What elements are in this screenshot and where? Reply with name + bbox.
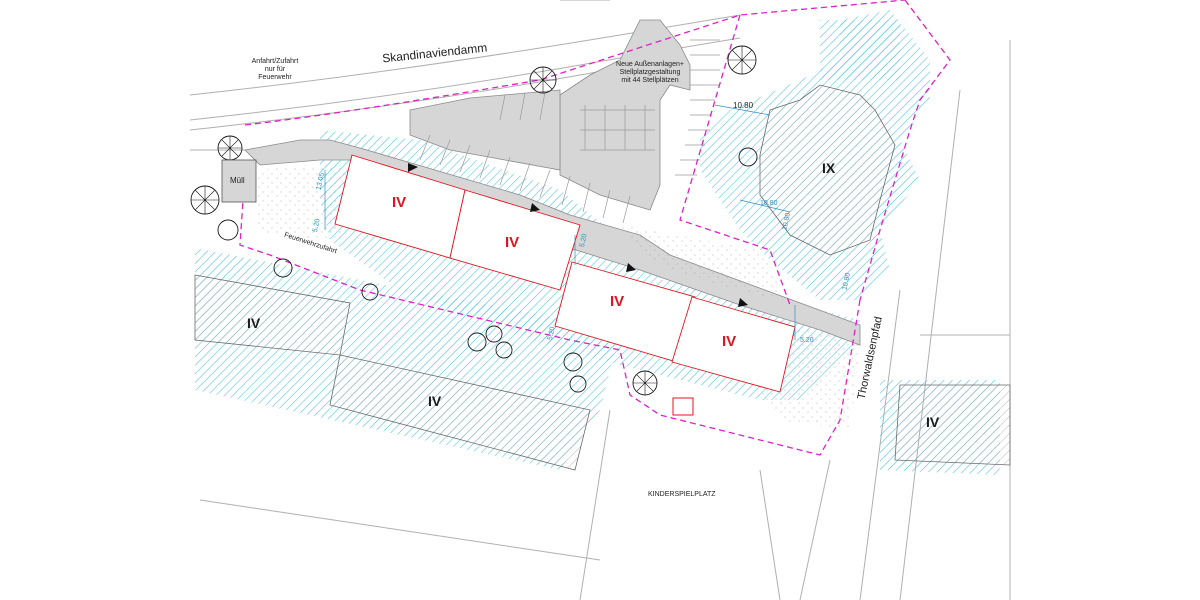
tree-spikes [191, 46, 756, 395]
street-lines [189, 0, 1011, 600]
playground-marker [672, 397, 694, 416]
site-boundary [239, 0, 951, 456]
dimension-lines [324, 104, 796, 340]
label-kinderspielplatz: KINDERSPIELPLATZ [648, 491, 716, 498]
storey-existing-2: IV [428, 393, 442, 409]
new-buildings [334, 154, 796, 393]
dimension-d1: 10.80 [733, 101, 754, 110]
label-anfahrt-line1: Anfahrt/Zufahrt [251, 58, 299, 65]
label-anfahrt-line2: nur für [264, 66, 286, 73]
dimension-d2: 10.80 [760, 200, 778, 207]
label-muell: Müll [230, 176, 245, 185]
direction-arrows [408, 163, 748, 307]
storey-tower: IX [822, 160, 836, 176]
parking-stalls [419, 39, 720, 224]
storey-new-1: IV [392, 194, 407, 211]
label-anfahrt: Anfahrt/Zufahrt nur für Feuerwehr [245, 58, 305, 82]
existing-buildings [194, 84, 1011, 471]
dimension-d7: 5.20 [800, 337, 814, 344]
storey-new-3: IV [610, 293, 625, 310]
waste-enclosure [221, 159, 257, 203]
storey-existing-3: IV [926, 414, 940, 430]
label-anfahrt-line3: Feuerwehr [258, 74, 292, 81]
label-aussenanlagen-line3: mit 44 Stellplätzen [621, 77, 679, 84]
label-aussenanlagen-line2: Stellplatzgestaltung [619, 69, 681, 76]
storey-existing-1: IV [247, 315, 261, 331]
label-aussenanlagen-line1: Neue Außenanlagen+ [616, 61, 684, 68]
label-aussenanlagen: Neue Außenanlagen+ Stellplatzgestaltung … [600, 61, 700, 85]
storey-new-4: IV [722, 333, 737, 350]
storey-new-2: IV [505, 234, 520, 251]
